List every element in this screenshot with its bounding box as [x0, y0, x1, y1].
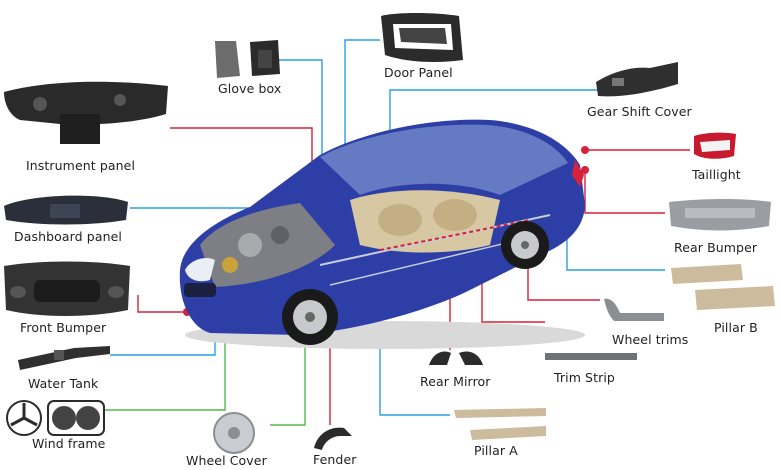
gear-shift-cover-label: Gear Shift Cover — [587, 104, 692, 119]
pillar-a-label: Pillar A — [474, 443, 518, 458]
trim-strip-icon — [545, 353, 637, 360]
taillight-icon — [694, 132, 736, 159]
front-bumper-connector — [137, 295, 187, 313]
front-bumper-label: Front Bumper — [20, 320, 107, 335]
instrument-panel-icon — [4, 81, 168, 144]
pillar-b-icon — [671, 264, 775, 310]
door-panel-icon — [381, 13, 463, 63]
wheel-cover-icon — [213, 412, 255, 454]
wheel-cover-label: Wheel Cover — [186, 453, 267, 468]
fender-label: Fender — [313, 452, 357, 467]
car-cutaway-icon — [179, 119, 585, 349]
water-tank-icon — [18, 346, 110, 370]
water-tank-label: Water Tank — [28, 376, 99, 391]
dashboard-panel-label: Dashboard panel — [14, 229, 122, 244]
door-panel-connector — [344, 39, 380, 150]
wheel-trims-label: Wheel trims — [612, 332, 689, 347]
rear-bumper-icon — [669, 199, 771, 231]
gear-shift-cover-icon — [596, 62, 678, 97]
trim-strip-label: Trim Strip — [554, 370, 615, 385]
wheel-cover-connector — [270, 330, 306, 426]
rear-mirror-label: Rear Mirror — [420, 374, 491, 389]
door-panel-label: Door Panel — [384, 65, 453, 80]
glove-box-icon — [215, 40, 280, 78]
wheel-trim-icon — [604, 298, 664, 321]
wind-frame-label: Wind frame — [32, 436, 106, 451]
front-bumper-icon — [4, 261, 130, 316]
rear-bumper-label: Rear Bumper — [674, 240, 758, 255]
taillight-label: Taillight — [692, 167, 741, 182]
fender-icon — [314, 427, 352, 450]
rear-mirror-icon — [429, 351, 483, 365]
pillar-a-icon — [454, 408, 546, 440]
pillar-b-label: Pillar B — [714, 320, 758, 335]
instrument-panel-label: Instrument panel — [26, 158, 136, 173]
fan-frame-icon — [6, 400, 105, 436]
glove-box-label: Glove box — [218, 81, 282, 96]
dashboard-panel-icon — [4, 195, 128, 225]
rear-bumper-connector — [584, 170, 665, 214]
